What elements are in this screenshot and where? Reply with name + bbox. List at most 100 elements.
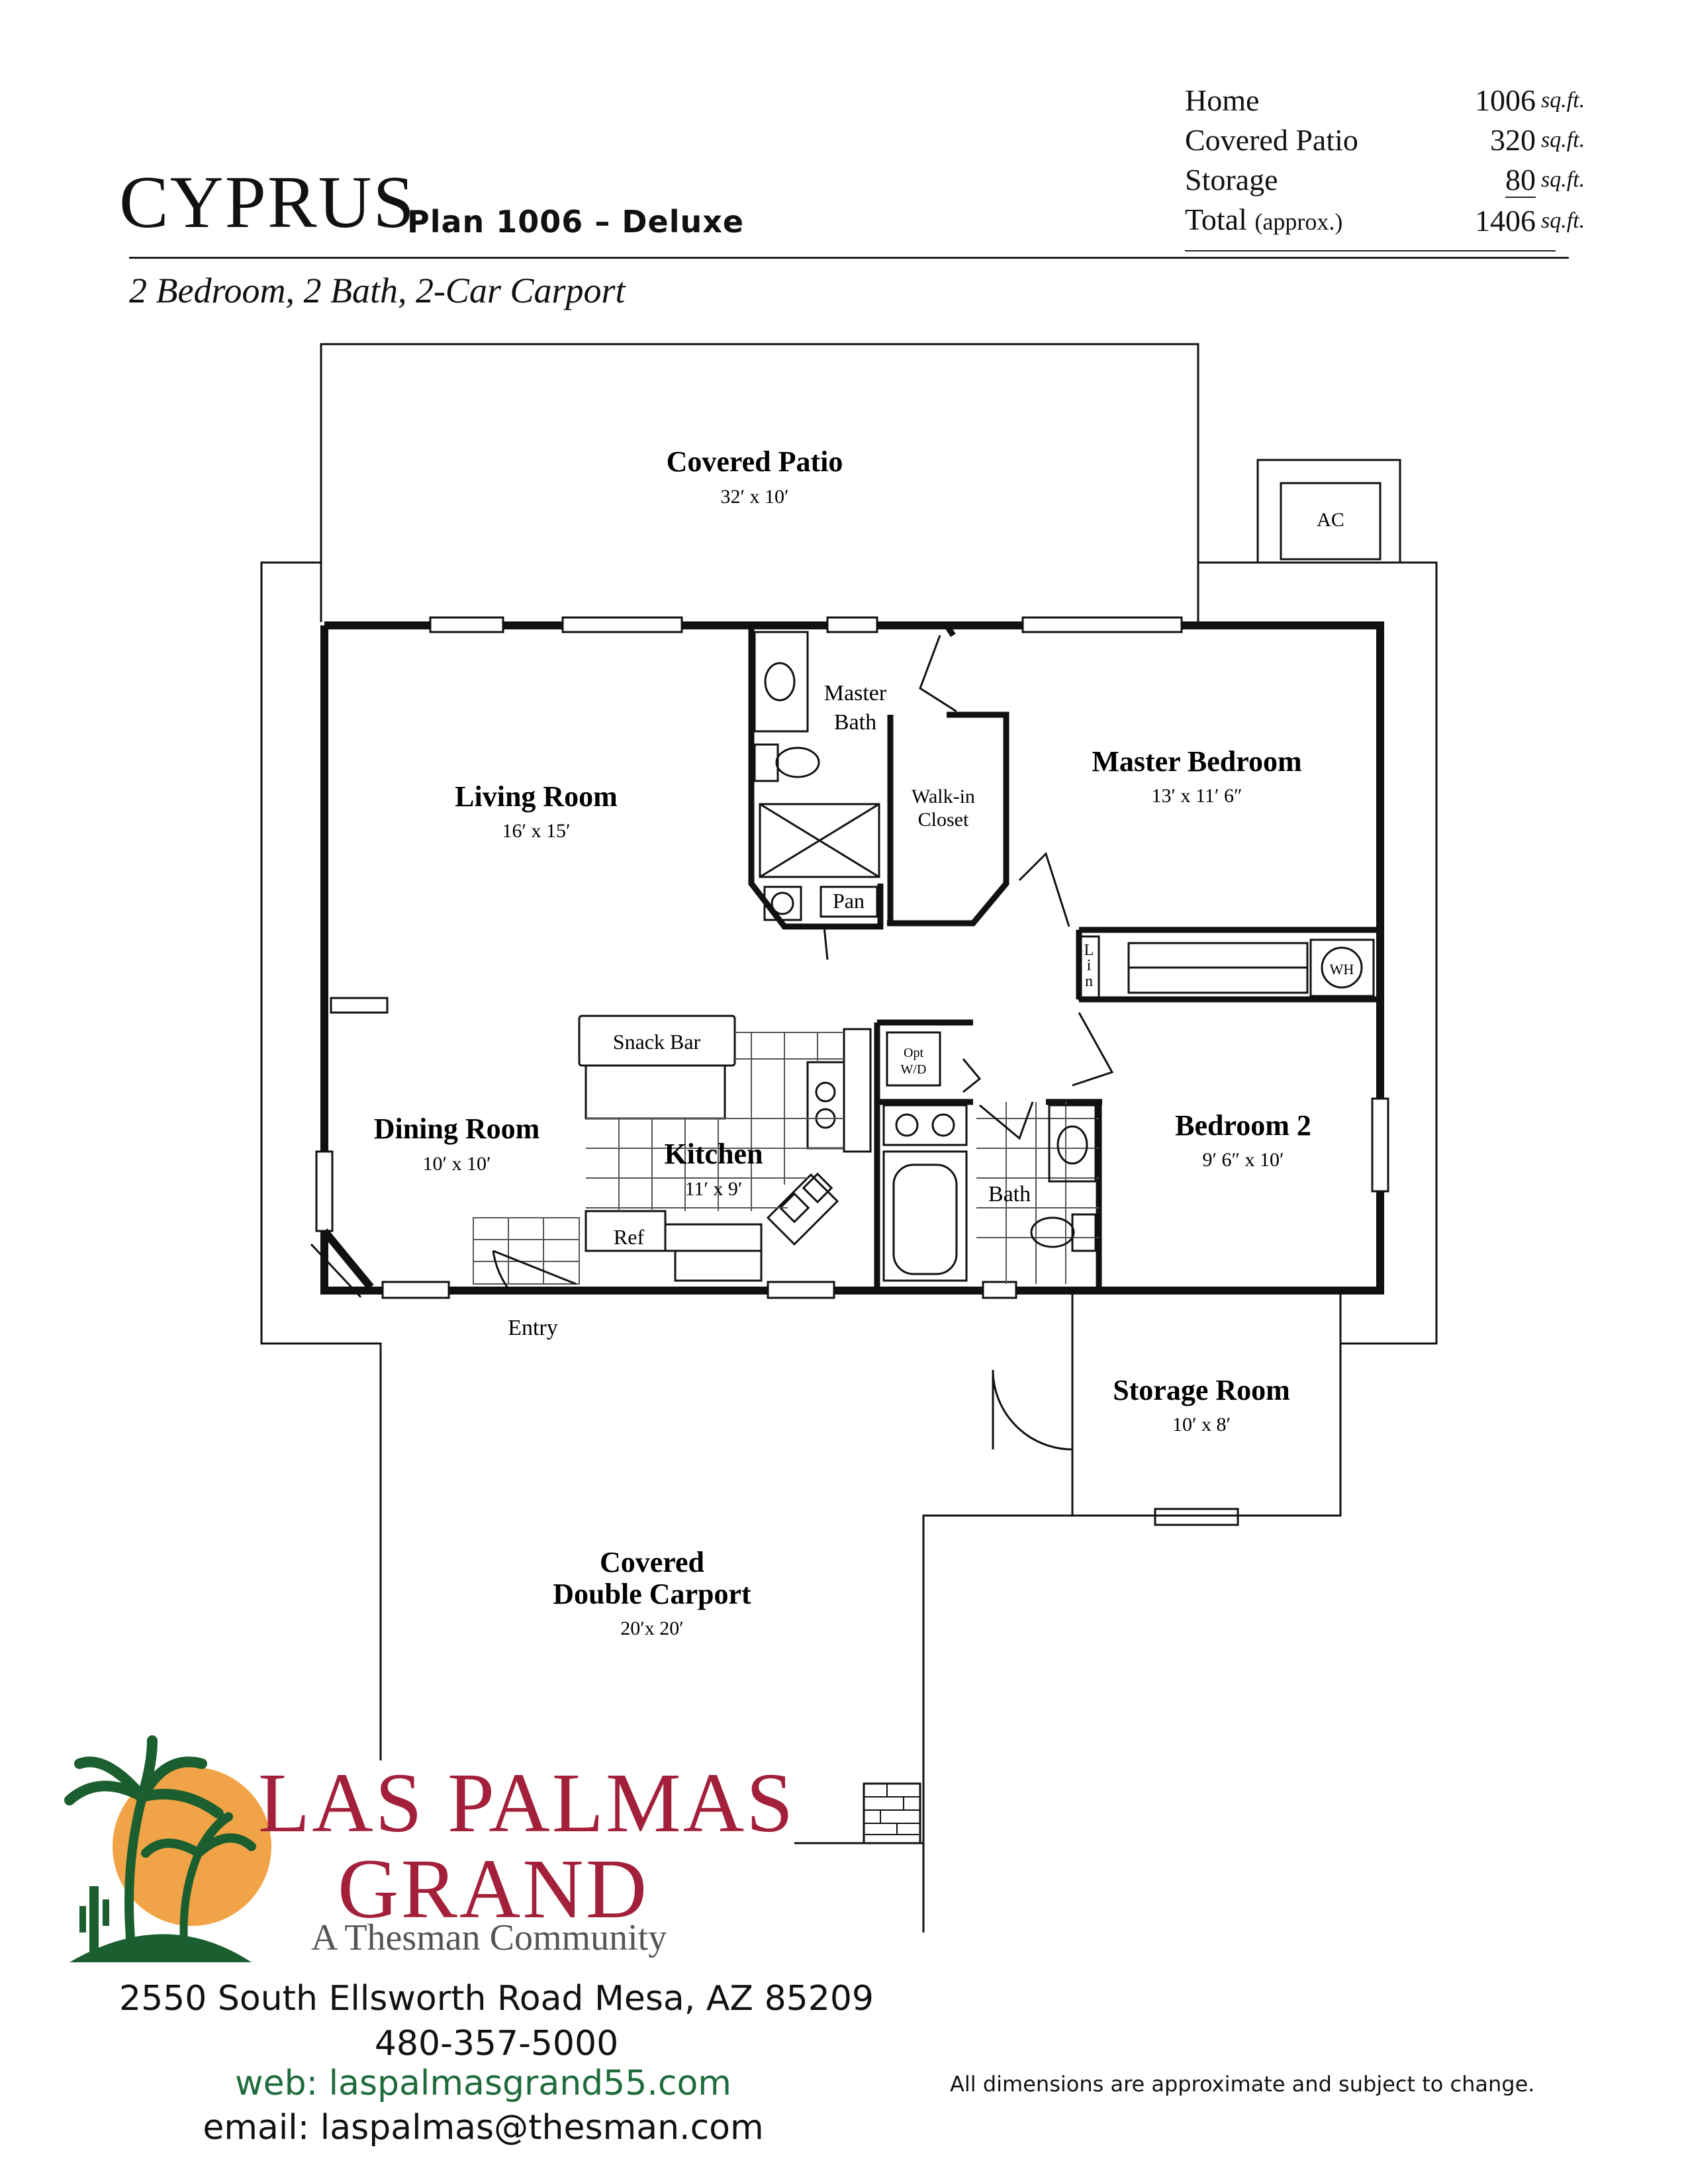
right-porch-wall [1198,561,1438,1345]
master-pan-box [763,886,802,921]
disclaimer-text: All dimensions are approximate and subje… [950,2071,1535,2097]
dining-room-dim: 10′ x 10′ [422,1153,491,1175]
master-toilet-tank [753,743,779,782]
lin-label-2: i [1087,957,1092,974]
storage-door-swing [992,1369,1073,1451]
area-unit: sq.ft. [1541,128,1585,152]
plan-subtitle: Plan 1006 – Deluxe [407,204,745,240]
carport-right-wall [922,1514,1072,1933]
closet-wall [887,711,1009,927]
sink-basin [895,1113,919,1137]
cactus-icon [89,1886,99,1959]
area-row-storage: Storage 80 sq.ft. [1185,160,1594,200]
brand-line-1: LAS PALMAS [258,1756,796,1850]
storage-window [1154,1508,1239,1526]
contact-email[interactable]: email: laspalmas@thesman.com [203,2108,764,2148]
las-palmas-logo-graphic [64,1735,271,1962]
bath-door [979,1101,1034,1140]
contact-address: 2550 South Ellsworth Road Mesa, AZ 85209 [119,1979,874,2019]
entry-door [492,1250,577,1285]
entry-door-swing [492,1250,511,1291]
door-jamb [944,623,956,637]
brand-line-2: GRAND [338,1842,649,1936]
window [1371,1097,1389,1193]
lin-label-1: L [1084,942,1094,959]
ground-icon [70,1934,252,1962]
water-heater [1321,946,1363,989]
area-table: Home 1006 sq.ft. Covered Patio 320 sq.ft… [1185,81,1594,242]
water-heater-closet [1309,938,1375,997]
entry-tiles [473,1217,580,1285]
water-heater-small [771,891,794,915]
window [429,616,504,633]
area-label: Home [1185,83,1260,117]
ac-unit [1280,482,1382,561]
carport-label-2: Double Carport [553,1578,751,1610]
palm-fronds-icon [64,1735,224,1819]
brand-tagline: A Thesman Community [311,1917,667,1958]
dining-room-label: Dining Room [374,1113,540,1145]
contact-web[interactable]: web: laspalmasgrand55.com [235,2064,731,2103]
opt-wd-label-1: Opt [904,1046,923,1060]
left-porch-wall [260,561,382,1760]
bay-window [310,1243,362,1298]
window [381,1281,450,1299]
laundry-bath [882,1031,1097,1282]
bathtub [892,1163,958,1275]
ac-pad-outer [1256,459,1401,563]
carport-dim: 20′x 20′ [620,1617,684,1639]
master-bath-fixtures [753,631,1070,960]
fireplace-ledge [330,997,389,1014]
area-label: Covered Patio [1185,123,1358,157]
window [767,1281,835,1299]
plan-title: CYPRUS [119,161,416,244]
area-row-total: Total (approx.) 1406 sq.ft. [1185,200,1594,242]
area-table-rule [1185,250,1556,251]
storage-room-dim: 10′ x 8′ [1172,1414,1231,1435]
master-bath-label-2: Bath [834,710,876,735]
kitchen-tile-grid [473,1032,1099,1285]
window [1021,616,1183,633]
area-label: Total [1185,203,1247,236]
tub-surround [882,1150,968,1282]
pan-label: Pan [833,889,865,913]
contact-phone: 480-357-5000 [374,2024,619,2064]
bath-sink [1056,1125,1088,1165]
area-value: 1406 [1475,203,1536,238]
window [826,616,878,633]
snack-bar-label: Snack Bar [613,1030,701,1054]
bath-label: Bath [988,1182,1031,1206]
ref-label: Ref [614,1225,645,1249]
covered-patio-dim: 32′ x 10′ [720,486,788,508]
interior-walls [748,623,1380,1287]
shower-diagonal [759,803,880,878]
master-bath-label-1: Master [824,681,887,705]
lin-label-3: n [1085,973,1093,990]
area-value: 80 [1505,163,1536,198]
kitchen-label: Kitchen [664,1138,763,1170]
plan-tagline: 2 Bedroom, 2 Bath, 2-Car Carport [129,271,626,310]
linen-wardrobe [1072,935,1375,1087]
bedroom2-door-swing [1072,1012,1114,1087]
cactus-arm-icon [103,1899,109,1926]
bath-toilet-tank [1071,1213,1097,1252]
area-row-patio: Covered Patio 320 sq.ft. [1185,120,1594,160]
covered-patio-label: Covered Patio [667,445,843,478]
cactus-arm-icon [79,1906,86,1933]
sink-bowl [778,1192,810,1224]
storage-room-walls [1071,1291,1342,1517]
master-sink-counter [753,631,809,733]
opt-wd-label-2: W/D [901,1062,927,1077]
carport-label-1: Covered [600,1546,704,1578]
bath-toilet-bowl [1030,1216,1075,1248]
window [982,1281,1017,1299]
ac-label: AC [1317,509,1344,531]
area-row-home: Home 1006 sq.ft. [1185,81,1594,120]
covered-patio-outline [320,343,1199,622]
window [561,616,683,633]
closet-door-swing [919,635,957,713]
counter-bottom [664,1223,763,1252]
kitchen [578,1015,872,1282]
master-bath-wall [748,625,884,930]
